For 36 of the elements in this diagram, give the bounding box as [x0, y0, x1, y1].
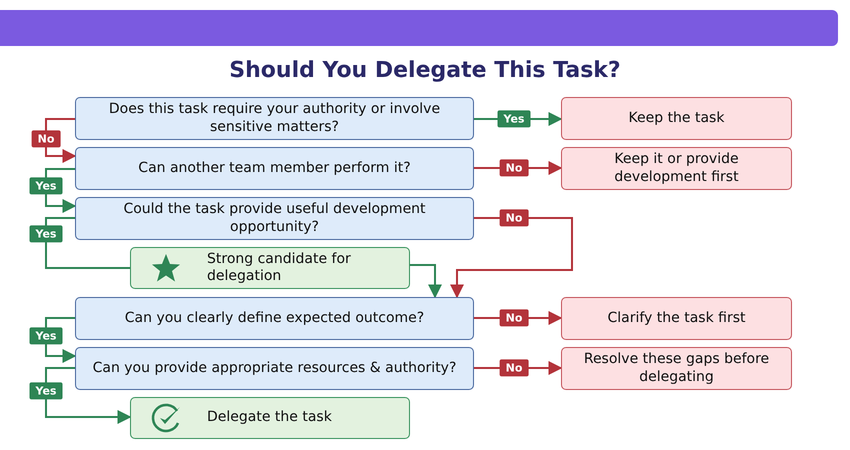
edge-label: No	[500, 159, 528, 177]
node-text: Does this task require your authority or involve sensitive matters?	[108, 101, 442, 136]
edge-label: No	[32, 130, 60, 148]
question-box	[75, 147, 474, 190]
edge-label: No	[500, 209, 528, 227]
question-box	[75, 297, 474, 340]
outcome-box	[561, 347, 792, 390]
edge-label: Yes	[30, 327, 62, 345]
edge-label: Yes	[30, 225, 62, 243]
node-text: Keep the task	[628, 110, 724, 128]
node-text: Strong candidate for delegation	[207, 250, 352, 286]
node-text: Keep it or provide development first	[613, 151, 740, 186]
outcome-box	[561, 297, 792, 340]
edge-label: Yes	[498, 110, 530, 128]
edge-label: No	[500, 309, 528, 327]
connector-arrow	[410, 264, 442, 298]
node-text: Can you clearly define expected outcome?	[124, 310, 424, 328]
node-text: Can another team member perform it?	[138, 160, 411, 178]
connector-arrow	[450, 217, 573, 298]
edge-label: Yes	[30, 177, 62, 195]
connector-arrow	[45, 367, 132, 424]
node-text: Delegate the task	[207, 409, 332, 427]
node-text: Can you provide appropriate resources & authority?	[92, 360, 456, 378]
question-box	[75, 97, 474, 140]
edge-label: Yes	[30, 382, 62, 400]
node-text: Resolve these gaps before delegating	[582, 351, 770, 386]
edge-label: No	[500, 359, 528, 377]
node-text: Clarify the task first	[607, 310, 746, 328]
outcome-box	[561, 147, 792, 190]
question-box	[75, 197, 474, 240]
result-box	[130, 397, 410, 439]
question-box	[75, 347, 474, 390]
outcome-box	[561, 97, 792, 140]
node-text: Could the task provide useful development opportunity?	[122, 201, 427, 236]
result-box	[130, 247, 410, 289]
title: Should You Delegate This Task?	[228, 58, 622, 83]
